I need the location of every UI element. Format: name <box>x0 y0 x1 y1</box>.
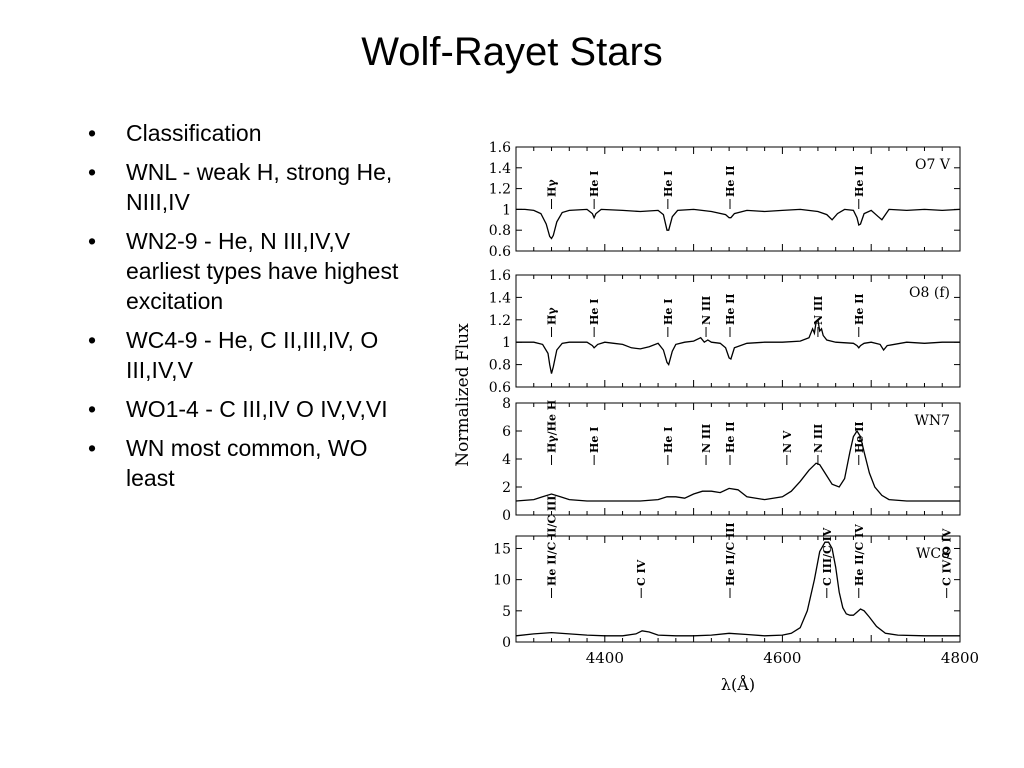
line-id-label: He II/C II/C III <box>546 496 559 586</box>
line-id-label: Hγ <box>546 307 559 325</box>
line-id-label: He II <box>724 421 737 453</box>
bullet-item: • WN2-9 - He, N III,IV,V earliest types h… <box>88 226 418 316</box>
spectrum-line <box>515 541 960 637</box>
spectrum-line <box>515 429 960 502</box>
spectra-figure: 0.6 0.8 1 1.2 1.4 1.6 O7 V Hγ He I He I He II He II… <box>453 140 979 694</box>
bullet-text: WC4-9 - He, C II,III,IV, O III,IV,V <box>126 327 379 383</box>
line-id-label: N III <box>812 296 825 325</box>
line-id-label: He II/C IV <box>853 524 866 586</box>
line-id-label: N III <box>700 424 713 453</box>
bullet-marker: • <box>88 120 97 146</box>
panel-label: O7 V <box>915 157 951 173</box>
bullet-marker: • <box>88 228 97 254</box>
line-id-label: N III <box>812 424 825 453</box>
line-id-label: He II <box>853 165 866 197</box>
bullet-list: • Classification • WNL - weak H, strong He… <box>88 118 418 502</box>
line-id-label: He I <box>662 427 675 453</box>
bullet-text: WNL - weak H, strong He, NIII,IV <box>126 159 393 215</box>
line-id-label: He II <box>724 165 737 197</box>
line-id-label: C III/C IV <box>821 527 834 586</box>
y-tick-label: 4 <box>502 452 511 468</box>
y-tick-label: 5 <box>502 604 511 620</box>
y-tick-label: 1.2 <box>489 182 511 198</box>
y-tick-label: 6 <box>502 424 511 440</box>
y-tick-label: 1.6 <box>489 268 511 284</box>
y-tick-label: 0 <box>502 508 511 524</box>
line-id-label: He II/C III <box>724 522 737 586</box>
bullet-marker: • <box>88 159 97 185</box>
y-tick-label: 1.4 <box>489 290 511 306</box>
y-tick-label: 8 <box>502 396 511 412</box>
line-id-label: He I <box>588 427 601 453</box>
line-id-label: He I <box>588 171 601 197</box>
spectrum-line <box>516 208 961 240</box>
bullet-text: WO1-4 - C III,IV O IV,V,VI <box>126 396 388 422</box>
y-tick-label: 10 <box>493 573 511 589</box>
bullet-marker: • <box>88 327 97 353</box>
y-tick-label: 1 <box>502 202 511 218</box>
line-id-label: He I <box>662 299 675 325</box>
bullet-item: • WC4-9 - He, C II,III,IV, O III,IV,V <box>88 325 418 385</box>
bullet-text: WN most common, WO least <box>126 435 368 491</box>
line-id-label: He II <box>853 421 866 453</box>
line-id-label: C IV/O IV <box>941 528 954 586</box>
x-tick-label: 4800 <box>941 649 979 667</box>
panel-label: WN7 <box>914 413 950 429</box>
panel-label: WC8 <box>916 546 950 562</box>
y-tick-label: 1.4 <box>489 161 511 177</box>
line-id-label: He II <box>853 293 866 325</box>
line-id-label: Hγ <box>546 179 559 197</box>
bullet-item: • WN most common, WO least <box>88 433 418 493</box>
y-tick-label: 0.8 <box>489 358 511 374</box>
line-id-label: N V <box>781 430 794 453</box>
x-axis-title: λ(Å) <box>721 674 755 694</box>
y-tick-label: 1.6 <box>489 140 511 156</box>
bullet-item: • WO1-4 - C III,IV O IV,V,VI <box>88 394 418 424</box>
y-tick-label: 2 <box>502 480 511 496</box>
panel-frame <box>515 274 961 388</box>
y-tick-label: 1 <box>502 335 511 351</box>
panel-frame <box>515 535 961 643</box>
y-tick-label: 15 <box>493 541 511 557</box>
y-tick-label: 0 <box>502 635 511 651</box>
panel-frame <box>515 402 961 516</box>
line-id-label: He I <box>662 171 675 197</box>
y-tick-label: 0.8 <box>489 223 511 239</box>
line-id-label: He II <box>724 293 737 325</box>
slide-title: Wolf-Rayet Stars <box>361 30 663 74</box>
line-id-label: Hγ/He II <box>546 400 559 453</box>
bullet-marker: • <box>88 396 97 422</box>
bullet-item: • Classification <box>88 118 418 148</box>
y-tick-label: 1.2 <box>489 313 511 329</box>
line-id-label: He I <box>588 299 601 325</box>
x-tick-label: 4400 <box>586 649 624 667</box>
bullet-marker: • <box>88 435 97 461</box>
bullet-text: Classification <box>126 120 262 146</box>
panel-label: O8 (f) <box>909 285 950 301</box>
bullet-item: • WNL - weak H, strong He, NIII,IV <box>88 157 418 217</box>
x-tick-label: 4600 <box>763 649 801 667</box>
panel-frame <box>515 146 961 252</box>
spectrum-line <box>516 318 960 374</box>
line-id-label: N III <box>700 296 713 325</box>
y-tick-label: 0.6 <box>489 244 511 260</box>
y-tick-label: 0.6 <box>489 380 511 396</box>
line-id-label: C IV <box>635 559 648 586</box>
bullet-text: WN2-9 - He, N III,IV,V earliest types ha… <box>126 228 399 314</box>
y-axis-title: Normalized Flux <box>453 323 473 467</box>
